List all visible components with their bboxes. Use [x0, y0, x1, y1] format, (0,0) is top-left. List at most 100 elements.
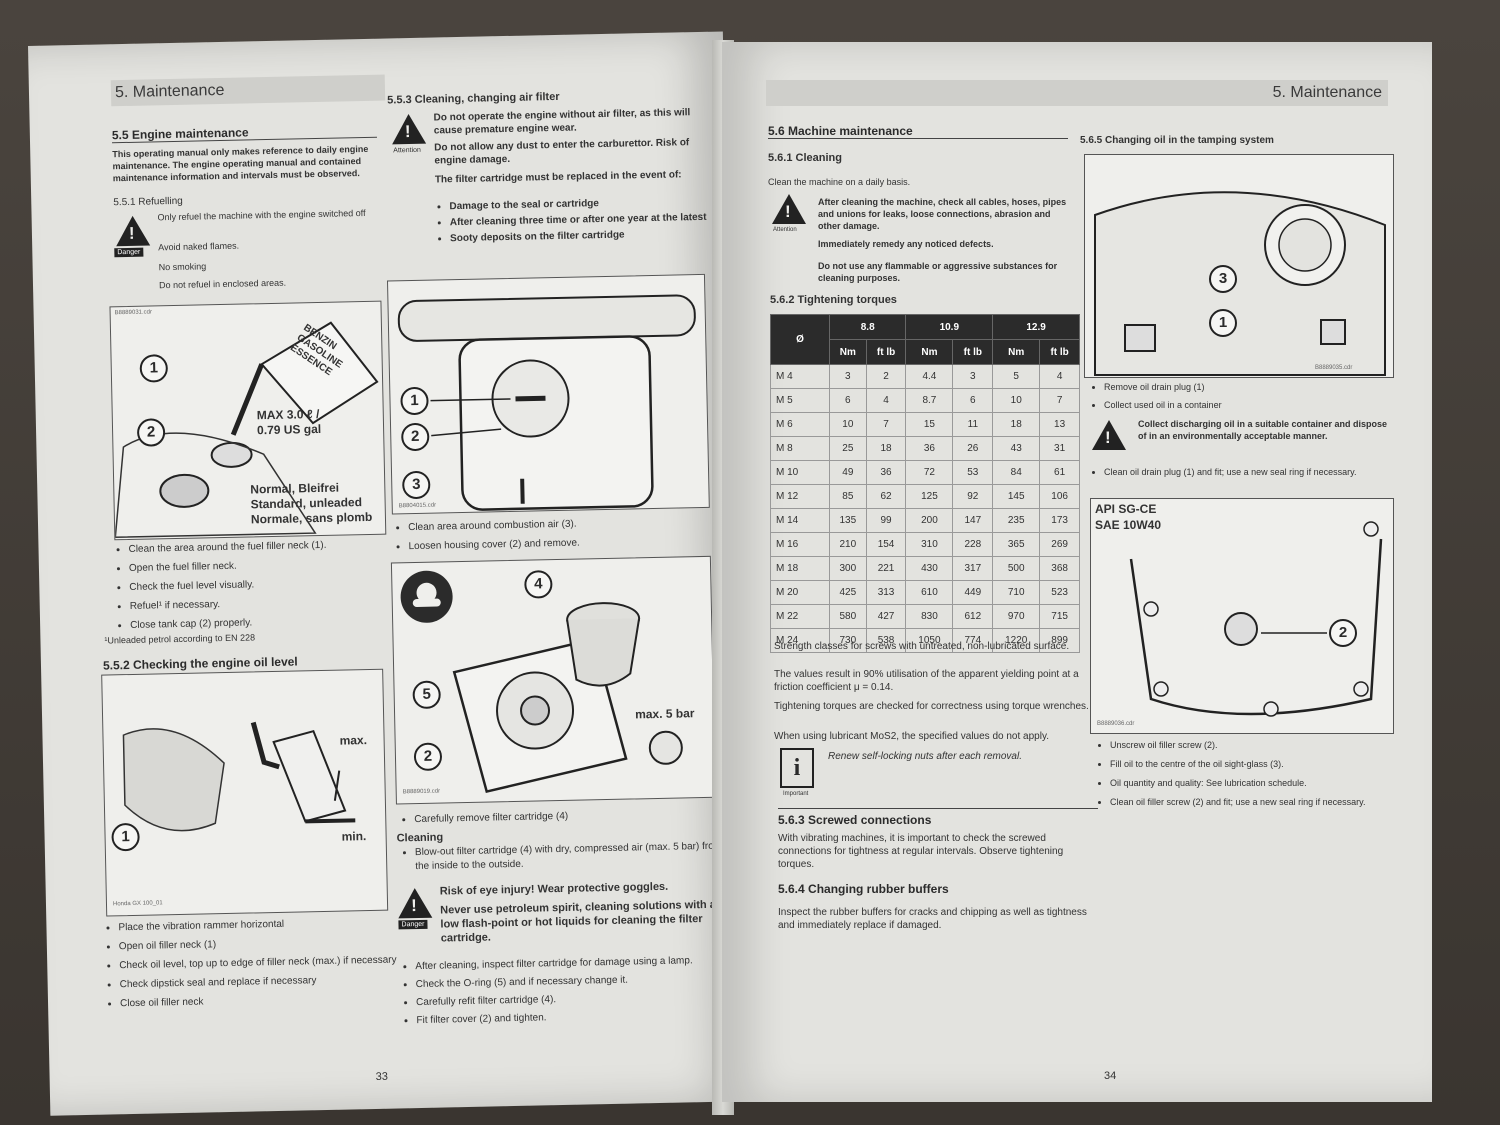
- attention-tag: Attention: [393, 146, 421, 155]
- page-33: 5. Maintenance 5.5 Engine maintenance Th…: [28, 31, 746, 1116]
- list-item: Unscrew oil filler screw (2).: [1110, 736, 1410, 755]
- table-cell: 612: [952, 604, 994, 629]
- table-cell: 449: [952, 580, 994, 605]
- table-cell: M 22: [770, 604, 830, 629]
- oil-dipstick-drawing: [122, 721, 356, 832]
- list-item: Clean oil drain plug (1) and fit; use a …: [1104, 466, 1404, 479]
- table-cell: 6: [952, 388, 994, 413]
- table-cell: 610: [905, 580, 954, 605]
- refuel-warning-4: Do not refuel in enclosed areas.: [158, 277, 287, 291]
- oil-spec-1: API SG-CE: [1095, 502, 1157, 516]
- table-cell: 269: [1039, 532, 1080, 557]
- air-filter-events: Damage to the seal or cartridge After cl…: [435, 194, 718, 248]
- table-cell: 10: [992, 388, 1041, 413]
- table-cell: 221: [865, 556, 907, 581]
- cleaning-subtitle: Cleaning: [396, 831, 444, 845]
- table-cell: 85: [829, 484, 867, 509]
- table-cell: 18: [992, 412, 1041, 437]
- attention-tag: Attention: [773, 227, 797, 233]
- table-cell: 4: [865, 388, 907, 413]
- section-5-6-4-text: Inspect the rubber buffers for cracks an…: [778, 907, 1087, 931]
- table-cell: 61: [1039, 460, 1080, 485]
- table-cell: 300: [829, 556, 867, 581]
- table-cell: 970: [992, 604, 1041, 629]
- air-warning-2: Do not allow any dust to enter the carbu…: [434, 137, 690, 167]
- air-filter-housing-drawing: [397, 294, 696, 511]
- table-cell: M 18: [770, 556, 830, 581]
- table-cell: 72: [905, 460, 954, 485]
- table-cell: 53: [952, 460, 994, 485]
- torque-note-3: Tightening torques are checked for corre…: [774, 701, 1089, 712]
- table-cell: 710: [992, 580, 1041, 605]
- figure-code: Honda GX 100_01: [112, 900, 163, 908]
- right-header: 5. Maintenance: [766, 80, 1388, 106]
- table-cell: 2: [865, 364, 907, 389]
- table-cell: 313: [865, 580, 907, 605]
- section-5-6-3-text: With vibrating machines, it is important…: [778, 833, 1064, 870]
- eye-warning-2: Never use petroleum spirit, cleaning sol…: [440, 898, 716, 945]
- figure-code: B8889019.cdr: [402, 788, 441, 796]
- refuel-warning-2: Avoid naked flames.: [158, 240, 240, 253]
- warning-triangle-icon: [397, 887, 433, 919]
- table-cell: 49: [829, 460, 867, 485]
- cleaning-intro: Clean the machine on a daily basis.: [768, 177, 911, 187]
- refuel-warning-1: Only refuel the machine with the engine …: [157, 207, 366, 223]
- air-warning-3: The filter cartridge must be replaced in…: [434, 169, 682, 186]
- table-cell: 36: [905, 436, 954, 461]
- environment-warning: Collect discharging oil in a suitable co…: [1138, 419, 1388, 441]
- air-warning-1: Do not operate the engine without air fi…: [433, 107, 691, 137]
- refuel-steps: Clean the area around the fuel filler ne…: [114, 534, 400, 635]
- table-cell: 228: [952, 532, 994, 557]
- tamping-steps-1: Remove oil drain plug (1) Collect used o…: [1090, 378, 1404, 414]
- list-item: Collect used oil in a container: [1104, 396, 1404, 414]
- table-cell: 36: [865, 460, 907, 485]
- important-tag: Important: [783, 791, 809, 797]
- table-cell: M 8: [770, 436, 830, 461]
- table-cell: 11: [952, 412, 994, 437]
- table-header: ft lb: [952, 339, 994, 365]
- refuel-figure: B8889031.cdr BENZIN GASOLINE ESSENCE MAX…: [109, 300, 387, 541]
- table-cell: 3: [952, 364, 994, 389]
- drain-plug-figure: 3 1 B8889035.cdr: [1084, 154, 1394, 378]
- table-cell: 1220: [992, 628, 1041, 653]
- section-5-6-1-title: 5.6.1 Cleaning: [768, 152, 842, 164]
- section-5-6-2-title: 5.6.2 Tightening torques: [770, 294, 897, 306]
- table-cell: 15: [905, 412, 954, 437]
- table-cell: M 4: [770, 364, 830, 389]
- table-cell: M 5: [770, 388, 830, 413]
- table-header: Nm: [905, 339, 954, 365]
- oil-min-label: min.: [341, 829, 367, 844]
- table-cell: 125: [905, 484, 954, 509]
- clean-warning-2: Immediately remedy any noticed defects.: [818, 239, 994, 249]
- fuel-type-label: Normal, Bleifrei Standard, unleaded Norm…: [250, 480, 373, 527]
- list-item: Remove oil drain plug (1): [1104, 378, 1404, 396]
- left-header: 5. Maintenance: [110, 74, 386, 107]
- table-cell: M 10: [770, 460, 830, 485]
- table-cell: 26: [952, 436, 994, 461]
- oil-spec-2: SAE 10W40: [1095, 518, 1162, 532]
- table-cell: 147: [952, 508, 994, 533]
- table-cell: M 16: [770, 532, 830, 557]
- table-cell: 173: [1039, 508, 1080, 533]
- warning-triangle-icon: [772, 194, 806, 224]
- callout-1: 1: [1209, 309, 1237, 337]
- table-header: 8.8: [828, 314, 907, 340]
- list-item: Carefully remove filter cartridge (4): [414, 804, 724, 829]
- torque-note-2: The values result in 90% utilisation of …: [774, 669, 1079, 693]
- section-5-6-title: 5.6 Machine maintenance: [768, 124, 1068, 139]
- refuel-warning-3: No smoking: [158, 261, 207, 273]
- footnote: ¹Unleaded petrol according to EN 228: [104, 632, 256, 646]
- oil-filler-figure: API SG-CE SAE 10W40 2 B8889036.cdr: [1090, 498, 1394, 734]
- table-cell: 830: [905, 604, 954, 629]
- table-cell: 4.4: [905, 364, 954, 389]
- table-header: ft lb: [1039, 339, 1080, 365]
- table-cell: M 14: [770, 508, 830, 533]
- list-item: Clean oil filler screw (2) and fit; use …: [1110, 793, 1410, 812]
- table-cell: 10: [829, 412, 867, 437]
